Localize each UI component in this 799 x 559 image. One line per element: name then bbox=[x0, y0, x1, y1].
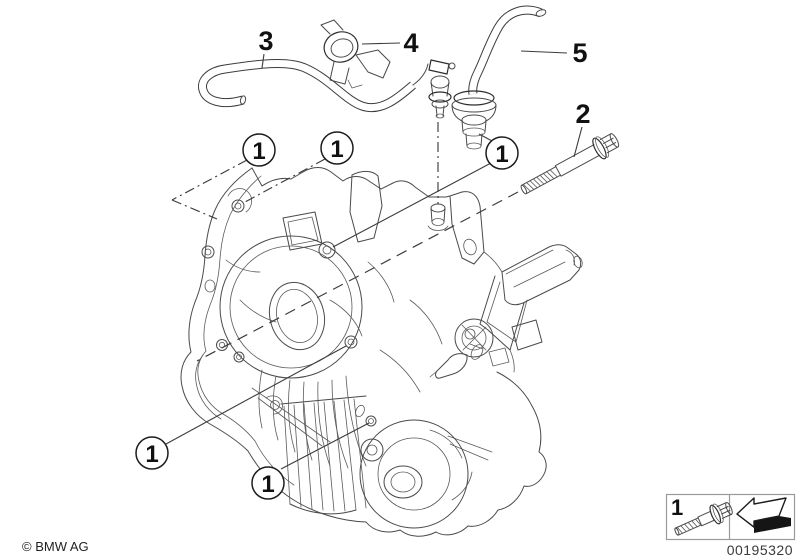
leader-callout-1b bbox=[244, 158, 326, 203]
callout-1-bottom-mid: 1 bbox=[251, 466, 285, 500]
vent-valve-connector bbox=[451, 90, 497, 150]
label-part-2: 2 bbox=[575, 99, 590, 129]
callout-1-bottom-left: 1 bbox=[135, 436, 169, 470]
bolt-axis-line bbox=[196, 191, 519, 362]
bolt-part-2 bbox=[520, 133, 620, 195]
document-number: 00195320 bbox=[727, 542, 793, 558]
leader-callout-1a bbox=[171, 159, 248, 220]
svg-text:1: 1 bbox=[261, 471, 274, 498]
direction-arrow-icon bbox=[736, 497, 791, 533]
callout-1-top-mid: 1 bbox=[320, 131, 354, 165]
leader-4 bbox=[361, 42, 401, 45]
clamp-part-4 bbox=[320, 19, 391, 89]
svg-text:1: 1 bbox=[145, 441, 158, 468]
bolt-icon bbox=[674, 501, 733, 536]
leader-callout-1e bbox=[280, 422, 370, 470]
copyright-text: © BMW AG bbox=[22, 539, 89, 554]
part-number-labels: 3 4 5 2 bbox=[258, 26, 590, 129]
label-part-4: 4 bbox=[403, 28, 418, 58]
callouts: 1 1 1 1 1 bbox=[135, 131, 519, 500]
leader-callout-1c bbox=[332, 133, 495, 248]
callout-1-top-right: 1 bbox=[485, 136, 519, 170]
svg-text:1: 1 bbox=[252, 138, 265, 165]
legend-item-number: 1 bbox=[671, 495, 683, 520]
leader-callout-1d bbox=[165, 345, 347, 445]
elbow-connector bbox=[412, 59, 456, 119]
leader-3 bbox=[261, 53, 265, 69]
transfer-case-drawing bbox=[180, 167, 583, 537]
callout-1-top-left: 1 bbox=[242, 133, 276, 167]
label-part-3: 3 bbox=[258, 26, 273, 56]
leader-2 bbox=[573, 126, 583, 158]
svg-text:1: 1 bbox=[330, 136, 343, 163]
label-part-5: 5 bbox=[572, 38, 587, 68]
svg-text:1: 1 bbox=[495, 141, 508, 168]
vent-hose-part-3 bbox=[198, 58, 416, 113]
legend-box: 1 bbox=[665, 493, 796, 541]
leader-5 bbox=[520, 50, 568, 54]
leader-lines bbox=[165, 42, 583, 470]
hose-part-5 bbox=[468, 5, 547, 95]
